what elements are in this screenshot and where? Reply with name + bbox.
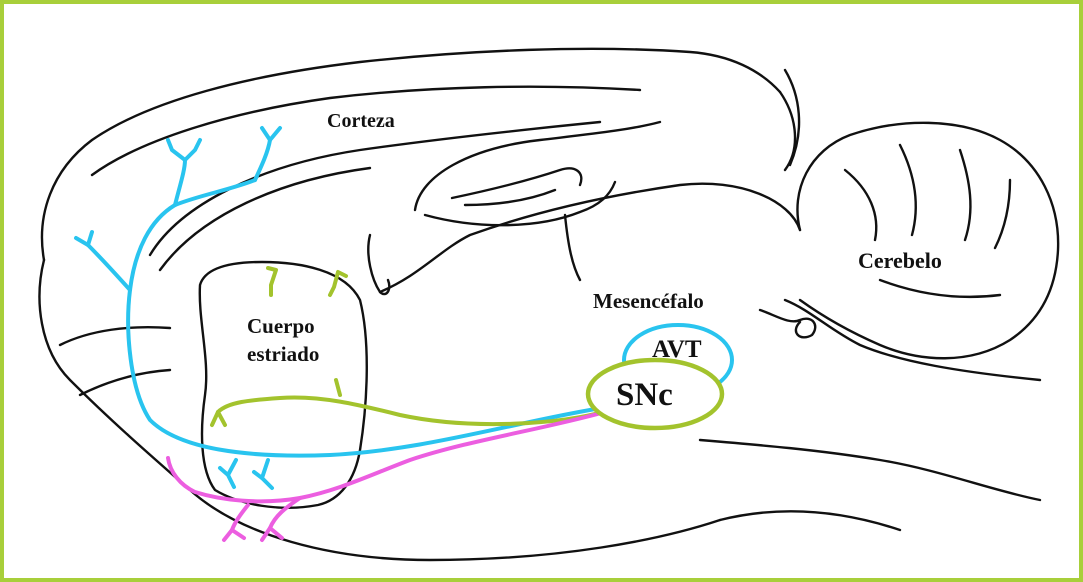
cerebellum-label: Cerebelo (858, 248, 942, 273)
snc-label: SNc (616, 377, 673, 413)
midbrain-label: Mesencéfalo (593, 289, 704, 313)
vta-label: AVT (652, 336, 702, 363)
mesocortical-pathway (76, 128, 620, 488)
striatum-label-line1: Cuerpo (247, 314, 315, 338)
brain-outline-icon (40, 49, 1059, 560)
cerebellum-icon (797, 123, 1058, 358)
striatum-label-line2: estriado (247, 342, 319, 366)
cortex-label: Corteza (327, 110, 395, 132)
